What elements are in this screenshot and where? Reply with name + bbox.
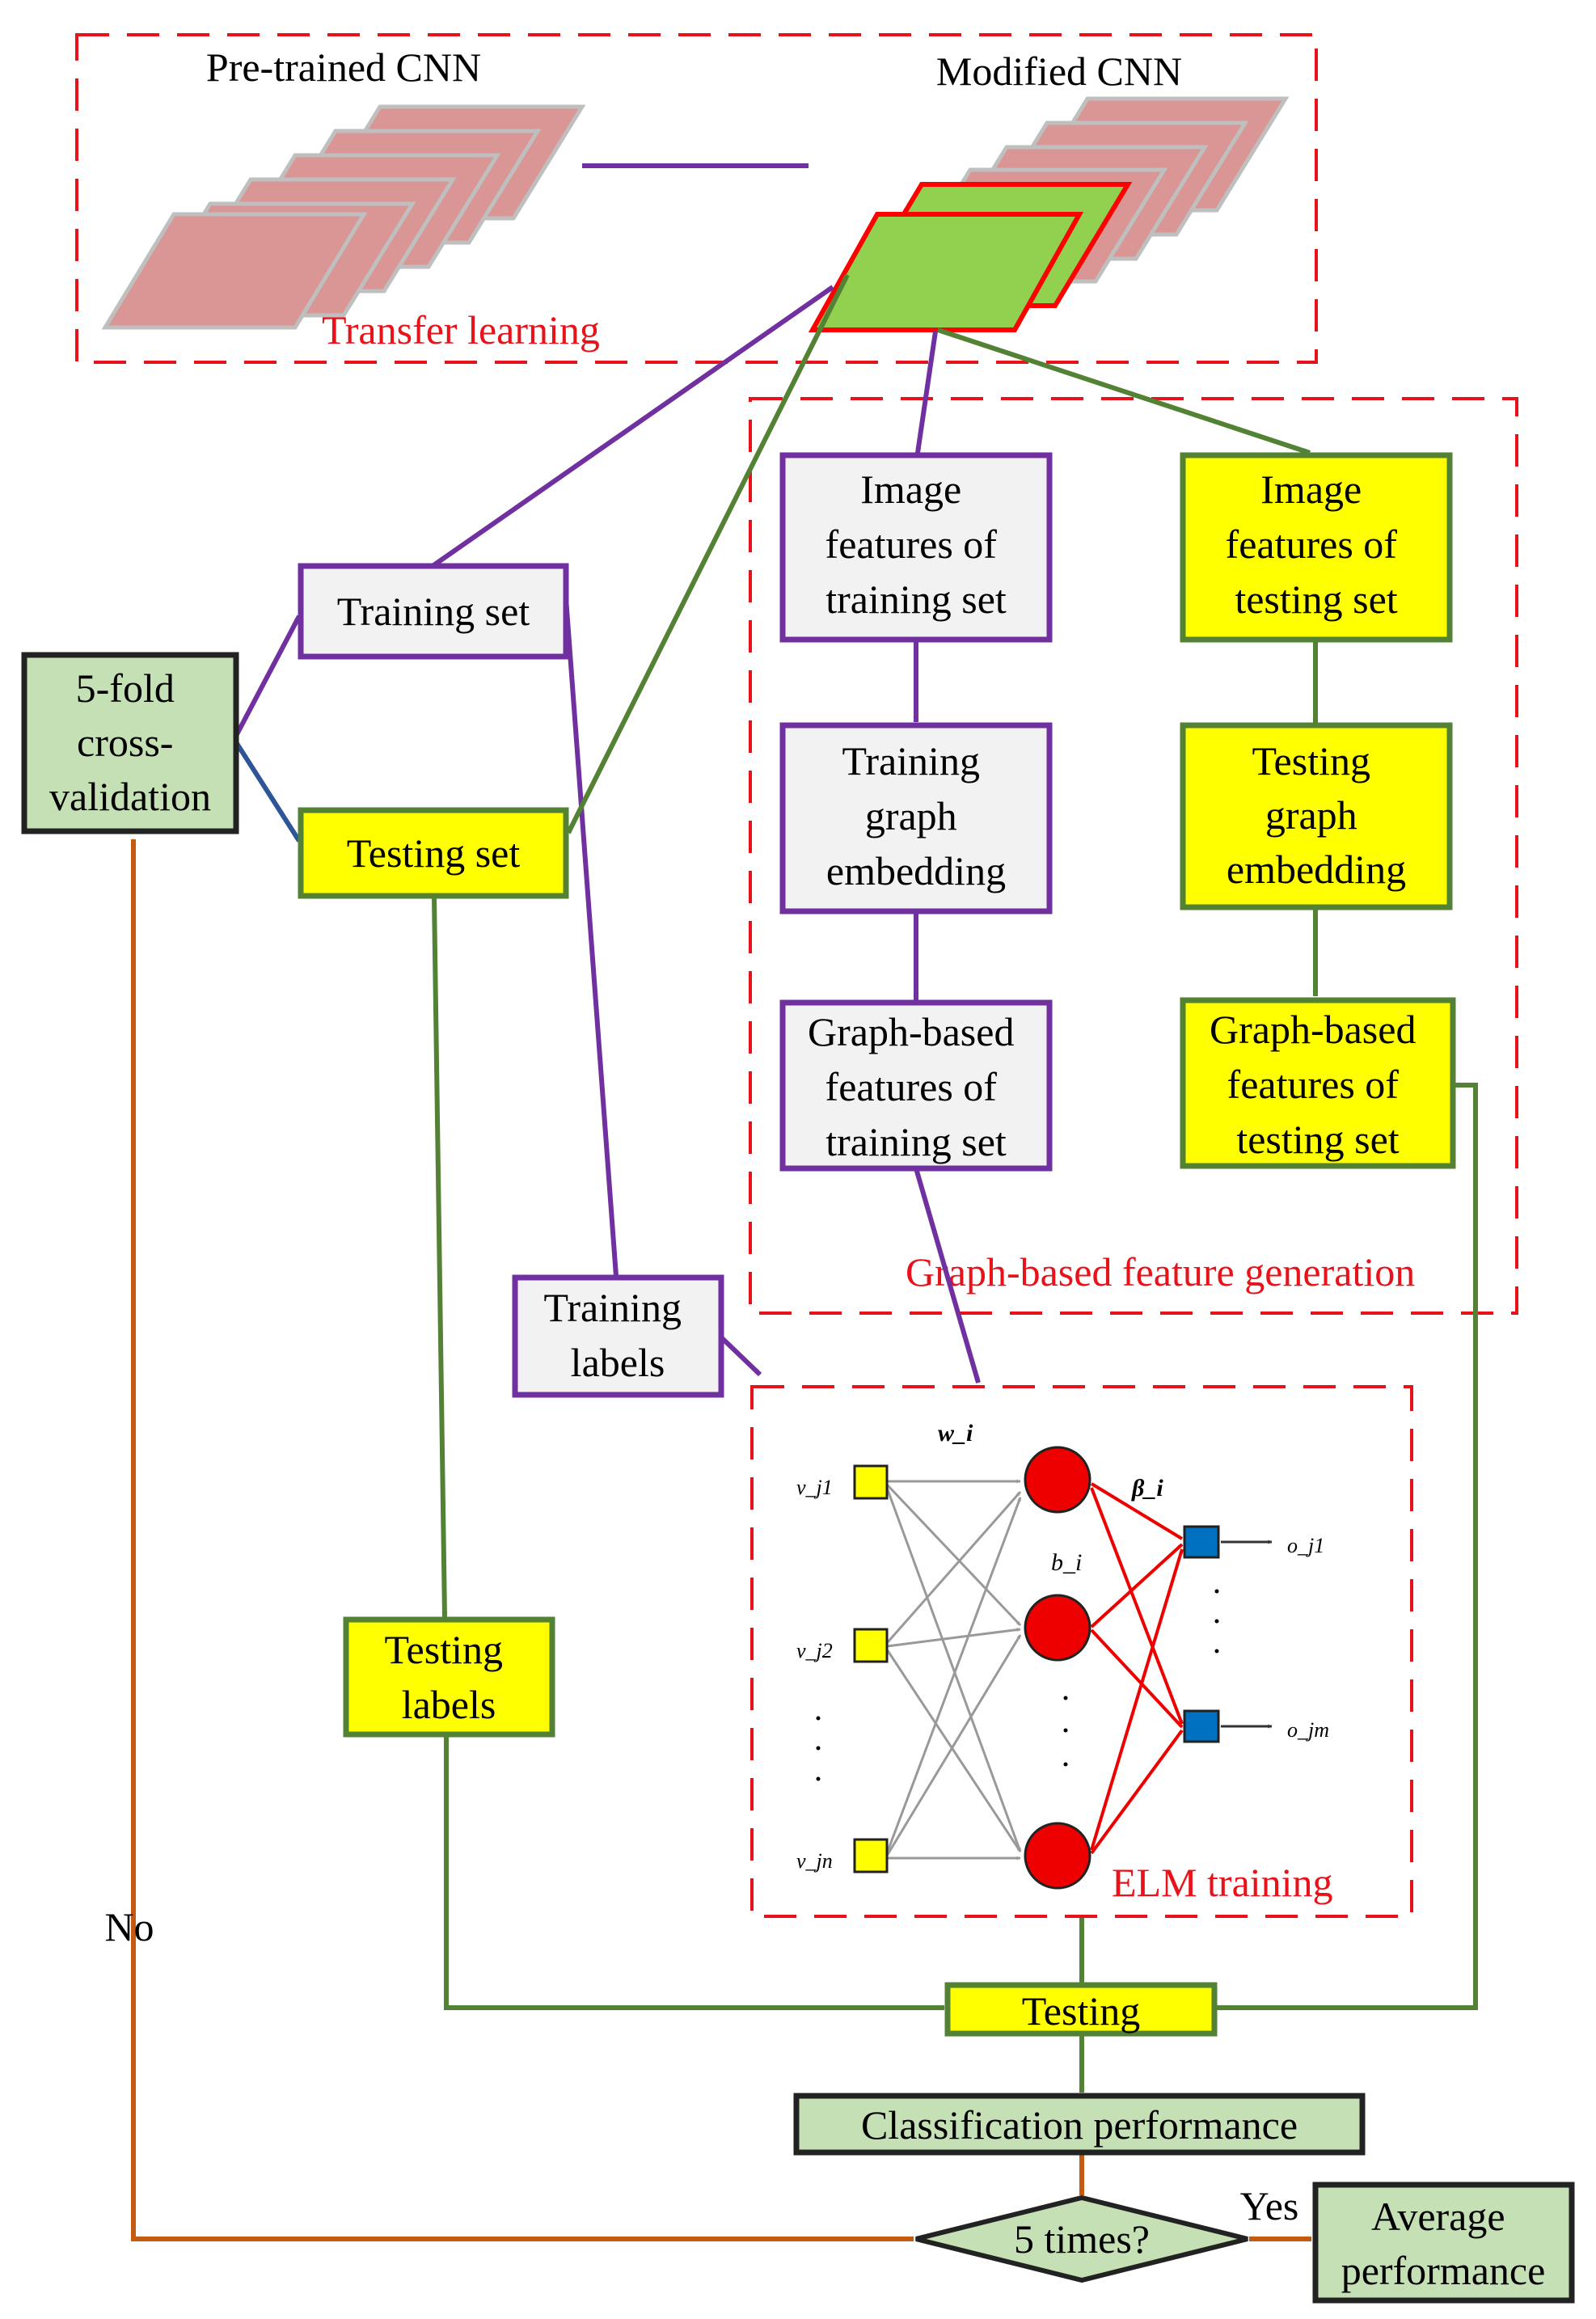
- elm-weight-in-label: w_i: [938, 1420, 973, 1447]
- elm-input-1-label: v_j1: [796, 1476, 833, 1499]
- svg-text:Training set: Training set: [337, 589, 530, 634]
- elm-output-1-label: o_j1: [1287, 1534, 1324, 1557]
- svg-text:5-fold cross- vali: 5-fold cross- validation: [49, 665, 211, 819]
- svg-text:Training graph emb: Training graph embedding: [826, 738, 1006, 893]
- box-testing-labels: Testing labels: [343, 1616, 555, 1738]
- box-cross-validation: 5-fold cross- validation: [21, 652, 239, 834]
- box-testing: Testing: [944, 1982, 1218, 2037]
- pretrained-cnn-stack: [101, 104, 586, 330]
- elm-weight-out-label: β_i: [1131, 1475, 1163, 1502]
- elm-output-m-label: o_jm: [1287, 1718, 1329, 1742]
- box-training-labels: Training labels: [512, 1274, 724, 1398]
- svg-text:Testing labels: Testing labels: [385, 1627, 513, 1727]
- edge-cv-to-training: [234, 615, 302, 737]
- box-image-features-training: Image features of training set: [779, 452, 1053, 643]
- box-training-graph-embedding: Training graph embedding: [779, 722, 1053, 915]
- transfer-learning-region: [75, 33, 1318, 364]
- svg-text:5 times?: 5 times?: [1014, 2216, 1150, 2262]
- svg-text:Image features of: Image features of testing set: [1226, 467, 1408, 622]
- box-testing-graph-embedding: Testing graph embedding: [1180, 722, 1453, 910]
- modified-cnn-label: Modified CNN: [936, 49, 1182, 94]
- elm-bias-label: b_i: [1051, 1549, 1082, 1576]
- edge-cnn-to-img-train: [915, 331, 938, 454]
- edges: [130, 163, 1478, 2242]
- decision-five-times: 5 times?: [915, 2194, 1248, 2283]
- box-testing-set: Testing set: [298, 807, 569, 899]
- edge-testing-to-cnn: [566, 273, 850, 834]
- box-image-features-testing: Image features of testing set: [1180, 452, 1453, 643]
- svg-text:Image features of: Image features of training set: [825, 467, 1007, 622]
- box-graph-features-testing: Graph-based features of testing set: [1180, 997, 1456, 1169]
- elm-network: [816, 1446, 1273, 1890]
- pretrained-cnn-label: Pre-trained CNN: [206, 44, 481, 90]
- modified-cnn-stack: [808, 96, 1290, 332]
- edge-cnn-to-img-test: [937, 327, 1311, 455]
- edge-label-yes: Yes: [1240, 2183, 1299, 2228]
- elm-training-region: [750, 1385, 1413, 1918]
- edge-gbf-test-to-testing: [1216, 1083, 1478, 2011]
- svg-text:Graph-based features of: Graph-based features of testing set: [1210, 1007, 1426, 1162]
- edge-cv-to-testing: [234, 741, 302, 843]
- svg-text:Testing: Testing: [1022, 1988, 1140, 2034]
- box-training-set: Training set: [298, 563, 569, 660]
- edge-label-no: No: [104, 1904, 154, 1949]
- svg-text:Testing set: Testing set: [347, 830, 521, 876]
- elm-training-label: ELM training: [1112, 1860, 1333, 1905]
- box-classification-performance: Classification performance: [793, 2093, 1366, 2156]
- box-graph-features-training: Graph-based features of training set: [779, 999, 1053, 1172]
- svg-text:Average performance: Average performance: [1341, 2194, 1546, 2293]
- edge-testing-to-test-labels: [432, 897, 448, 1618]
- graph-feature-generation-label: Graph-based feature generation: [906, 1249, 1415, 1295]
- edge-training-to-labels: [564, 598, 619, 1277]
- edge-train-labels-to-elm: [717, 1333, 762, 1377]
- elm-input-n-label: v_jn: [796, 1849, 833, 1873]
- edge-decision-no: [130, 838, 914, 2241]
- edge-training-to-cnn: [431, 285, 834, 568]
- edge-test-labels-to-testing: [444, 1734, 945, 2011]
- box-average-performance: Average performance: [1312, 2182, 1575, 2304]
- svg-text:Testing graph embe: Testing graph embedding: [1227, 738, 1406, 892]
- elm-input-2-label: v_j2: [796, 1639, 833, 1662]
- transfer-learning-label: Transfer learning: [322, 307, 600, 353]
- graph-feature-region: [749, 397, 1518, 1315]
- svg-text:Training labels: Training labels: [544, 1285, 692, 1385]
- svg-text:Classification performance: Classification performance: [861, 2102, 1298, 2148]
- svg-text:Graph-based features of: Graph-based features of training set: [808, 1009, 1024, 1164]
- edge-gbf-train-to-elm: [914, 1168, 981, 1383]
